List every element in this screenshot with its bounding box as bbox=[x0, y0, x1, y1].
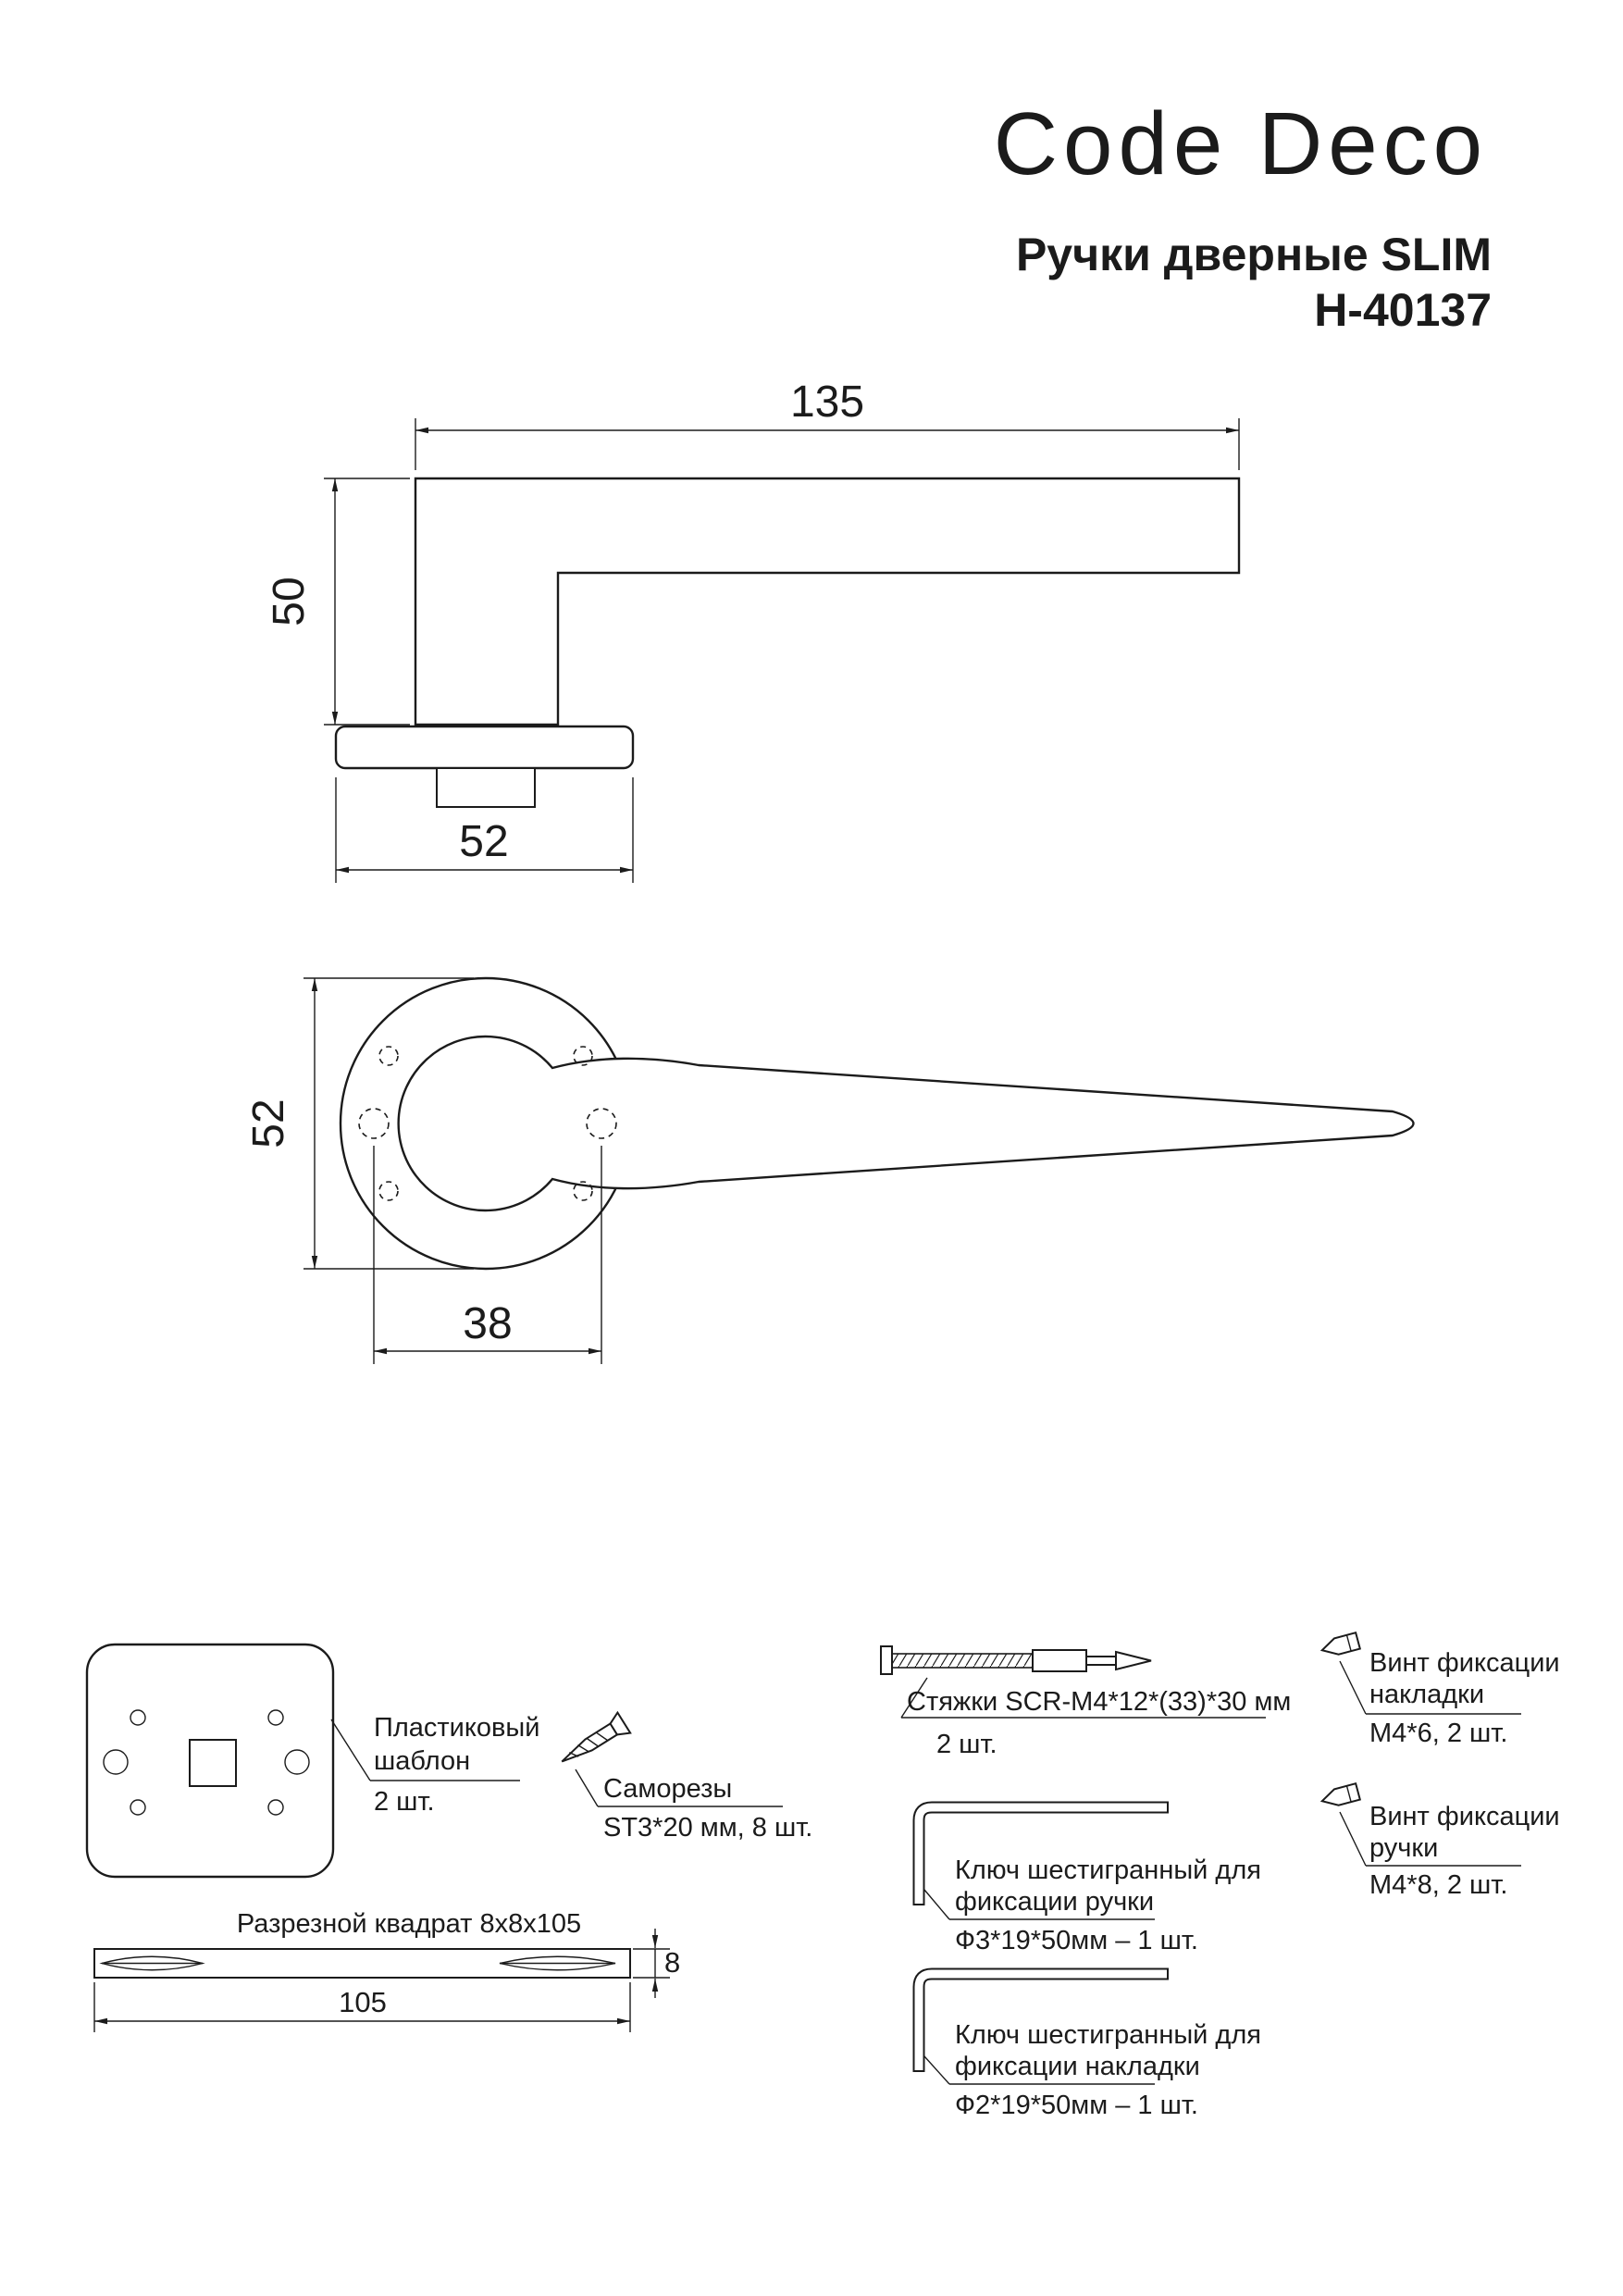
plate-screw-line2: накладки bbox=[1369, 1680, 1484, 1709]
header: Code Deco Ручки дверные SLIM H-40137 bbox=[994, 94, 1492, 336]
handle-side-view: 135 50 52 bbox=[265, 378, 1241, 883]
screws-spec: ST3*20 мм, 8 шт. bbox=[603, 1813, 812, 1843]
template-label-line1: Пластиковый bbox=[374, 1713, 539, 1743]
screw-hole bbox=[573, 1046, 593, 1066]
tie-rod-sleeve bbox=[1032, 1649, 1087, 1672]
tie-rod-head bbox=[880, 1645, 893, 1675]
rosette-side bbox=[334, 725, 635, 770]
handle-screw-spec: M4*8, 2 шт. bbox=[1369, 1870, 1507, 1900]
self-tapping-screw-drawing: Саморезы ST3*20 мм, 8 шт. bbox=[561, 1710, 812, 1843]
template-square-hole bbox=[189, 1739, 237, 1787]
hex-key-plate-spec: Ф2*19*50мм – 1 шт. bbox=[955, 2091, 1198, 2120]
fixing-hole-left bbox=[358, 1108, 390, 1139]
tie-rods-title: Стяжки SCR-M4*12*(33)*30 мм bbox=[907, 1687, 1291, 1717]
handle-lever-front bbox=[397, 1035, 1415, 1212]
model-number: H-40137 bbox=[1314, 284, 1492, 336]
handle-front-view: 52 38 bbox=[244, 976, 1415, 1364]
dim-105-label: 105 bbox=[339, 1986, 387, 2018]
screw-hole bbox=[378, 1046, 399, 1066]
hex-key-handle-line2: фиксации ручки bbox=[955, 1887, 1154, 1917]
plate-screw-line1: Винт фиксации bbox=[1369, 1648, 1560, 1678]
template-qty: 2 шт. bbox=[374, 1787, 435, 1817]
handle-fixing-screw: Винт фиксации ручки M4*8, 2 шт. bbox=[1319, 1781, 1560, 1900]
hex-key-handle-drawing: Ключ шестигранный для фиксации ручки Ф3*… bbox=[912, 1801, 1261, 1955]
product-title: Ручки дверные SLIM bbox=[1016, 229, 1492, 280]
template-label-line2: шаблон bbox=[374, 1746, 470, 1776]
dim-50-label: 50 bbox=[265, 577, 314, 626]
tie-rod-tip bbox=[1115, 1650, 1152, 1671]
tie-rod-drawing: Стяжки SCR-M4*12*(33)*30 мм 2 шт. bbox=[880, 1645, 1291, 1759]
dim-52-front-label: 52 bbox=[244, 1098, 293, 1148]
square-bar-title: Разрезной квадрат 8x8x105 bbox=[237, 1909, 581, 1939]
tie-rod-shaft bbox=[1085, 1656, 1117, 1666]
plate-fixing-screw: Винт фиксации накладки M4*6, 2 шт. bbox=[1319, 1631, 1560, 1748]
plate-screw-spec: M4*6, 2 шт. bbox=[1369, 1719, 1507, 1748]
handle-screw-line2: ручки bbox=[1369, 1833, 1438, 1863]
tie-rods-qty: 2 шт. bbox=[936, 1730, 997, 1759]
brand-logo: Code Deco bbox=[994, 94, 1488, 193]
screw-hole bbox=[378, 1181, 399, 1201]
plate-fixing-screw-icon bbox=[1319, 1631, 1362, 1656]
dim-38-label: 38 bbox=[463, 1299, 512, 1348]
handle-screw-line1: Винт фиксации bbox=[1369, 1802, 1560, 1831]
dim-52-base-label: 52 bbox=[459, 817, 508, 866]
hex-key-plate-line1: Ключ шестигранный для bbox=[955, 2020, 1261, 2050]
spindle-block bbox=[436, 767, 536, 808]
hex-key-handle-line1: Ключ шестигранный для bbox=[955, 1855, 1261, 1885]
handle-fixing-screw-icon bbox=[1319, 1781, 1362, 1806]
split-square-bar-drawing: Разрезной квадрат 8x8x105 8 105 bbox=[93, 1909, 680, 2032]
dim-135-label: 135 bbox=[790, 378, 864, 427]
screw-hole bbox=[573, 1181, 593, 1201]
handle-lever-side bbox=[414, 477, 1241, 726]
hex-key-handle-spec: Ф3*19*50мм – 1 шт. bbox=[955, 1926, 1198, 1955]
screws-title: Саморезы bbox=[603, 1774, 732, 1804]
hex-key-plate-drawing: Ключ шестигранный для фиксации накладки … bbox=[912, 1967, 1261, 2120]
dim-8-label: 8 bbox=[664, 1946, 680, 1979]
self-tapping-screw-icon bbox=[561, 1710, 632, 1763]
hex-key-plate-line2: фиксации накладки bbox=[955, 2052, 1200, 2081]
tie-rod-thread bbox=[891, 1653, 1034, 1669]
plastic-template-drawing: Пластиковый шаблон 2 шт. bbox=[85, 1643, 539, 1879]
fixing-hole-right bbox=[586, 1108, 617, 1139]
